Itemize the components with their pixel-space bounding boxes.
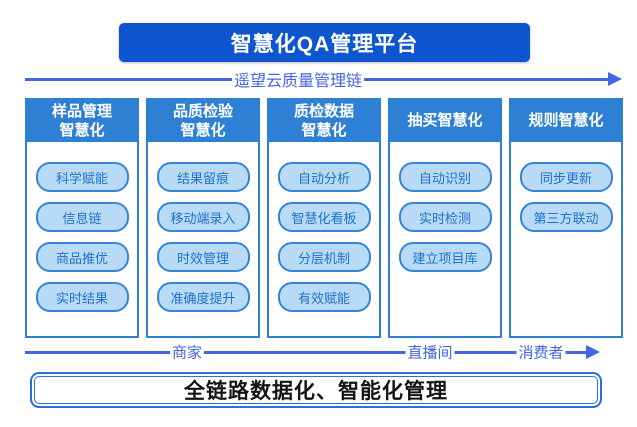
pill-item: 同步更新 bbox=[519, 162, 613, 192]
column-qc-data: 质检数据 智慧化 自动分析 智慧化看板 分层机制 有效赋能 bbox=[267, 98, 381, 338]
pill-item: 实时结果 bbox=[35, 282, 129, 312]
pill-list: 结果留痕 移动端录入 时效管理 准确度提升 bbox=[148, 142, 258, 312]
merchant-label: 商家 bbox=[169, 341, 205, 363]
platform-title: 智慧化QA管理平台 bbox=[230, 32, 419, 56]
pill-item: 商品推优 bbox=[35, 242, 129, 272]
summary-box: 全链路数据化、智能化管理 bbox=[30, 372, 602, 408]
pill-list: 同步更新 第三方联动 bbox=[511, 142, 621, 232]
quality-chain-label: 遥望云质量管理链 bbox=[231, 67, 365, 91]
column-sampling-purchase: 抽买智慧化 自动识别 实时检测 建立项目库 bbox=[388, 98, 502, 338]
pill-list: 自动分析 智慧化看板 分层机制 有效赋能 bbox=[269, 142, 379, 312]
pill-item: 第三方联动 bbox=[519, 202, 613, 232]
column-header: 样品管理 智慧化 bbox=[27, 100, 137, 142]
consumer-label: 消费者 bbox=[516, 341, 566, 363]
column-header: 抽买智慧化 bbox=[390, 100, 500, 142]
arrow-right-icon bbox=[608, 72, 622, 86]
column-quality-inspection: 品质检验 智慧化 结果留痕 移动端录入 时效管理 准确度提升 bbox=[146, 98, 260, 338]
summary-label: 全链路数据化、智能化管理 bbox=[184, 380, 448, 403]
pill-item: 信息链 bbox=[35, 202, 129, 232]
pill-item: 科学赋能 bbox=[35, 162, 129, 192]
pill-list: 自动识别 实时检测 建立项目库 bbox=[390, 142, 500, 272]
platform-title-banner: 智慧化QA管理平台 bbox=[119, 23, 530, 62]
quality-chain-arrow: 遥望云质量管理链 bbox=[25, 67, 622, 91]
pill-item: 实时检测 bbox=[398, 202, 492, 232]
columns-row: 样品管理 智慧化 科学赋能 信息链 商品推优 实时结果 品质检验 智慧化 结果留… bbox=[25, 98, 623, 338]
pill-item: 时效管理 bbox=[156, 242, 250, 272]
pill-item: 移动端录入 bbox=[156, 202, 250, 232]
column-header: 品质检验 智慧化 bbox=[148, 100, 258, 142]
supply-chain-arrow: 商家 直播间 消费者 bbox=[25, 341, 600, 363]
pill-item: 智慧化看板 bbox=[277, 202, 371, 232]
pill-item: 有效赋能 bbox=[277, 282, 371, 312]
pill-item: 准确度提升 bbox=[156, 282, 250, 312]
pill-list: 科学赋能 信息链 商品推优 实时结果 bbox=[27, 142, 137, 312]
pill-item: 结果留痕 bbox=[156, 162, 250, 192]
pill-item: 建立项目库 bbox=[398, 242, 492, 272]
pill-item: 分层机制 bbox=[277, 242, 371, 272]
column-header: 规则智慧化 bbox=[511, 100, 621, 142]
arrow-line bbox=[25, 351, 589, 354]
column-sample-management: 样品管理 智慧化 科学赋能 信息链 商品推优 实时结果 bbox=[25, 98, 139, 338]
column-header: 质检数据 智慧化 bbox=[269, 100, 379, 142]
arrow-right-icon bbox=[586, 345, 600, 359]
live-room-label: 直播间 bbox=[405, 341, 455, 363]
pill-item: 自动分析 bbox=[277, 162, 371, 192]
pill-item: 自动识别 bbox=[398, 162, 492, 192]
column-rules: 规则智慧化 同步更新 第三方联动 bbox=[509, 98, 623, 338]
